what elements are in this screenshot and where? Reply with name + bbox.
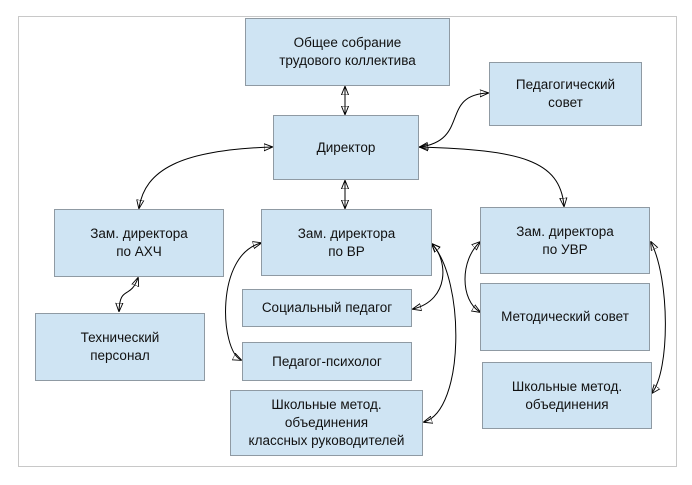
diagram-frame bbox=[18, 16, 677, 467]
node-pedagogue-psychologist: Педагог-психолог bbox=[242, 342, 412, 381]
node-social-pedagogue: Социальный педагог bbox=[242, 289, 412, 327]
node-class-teachers-associations: Школьные метод. объединения классных рук… bbox=[230, 390, 423, 456]
node-technical-staff: Технический персонал bbox=[35, 313, 205, 381]
node-deputy-ahch: Зам. директора по АХЧ bbox=[54, 209, 224, 277]
node-director: Директор bbox=[273, 115, 419, 180]
node-deputy-uvr: Зам. директора по УВР bbox=[480, 207, 650, 274]
node-methodical-council: Методический совет bbox=[480, 283, 650, 351]
node-deputy-vr: Зам. директора по ВР bbox=[261, 209, 432, 276]
node-general-meeting: Общее собрание трудового коллектива bbox=[245, 18, 450, 86]
node-pedagogical-council: Педагогический совет bbox=[489, 62, 642, 126]
node-school-method-associations: Школьные метод. объединения bbox=[482, 362, 652, 429]
